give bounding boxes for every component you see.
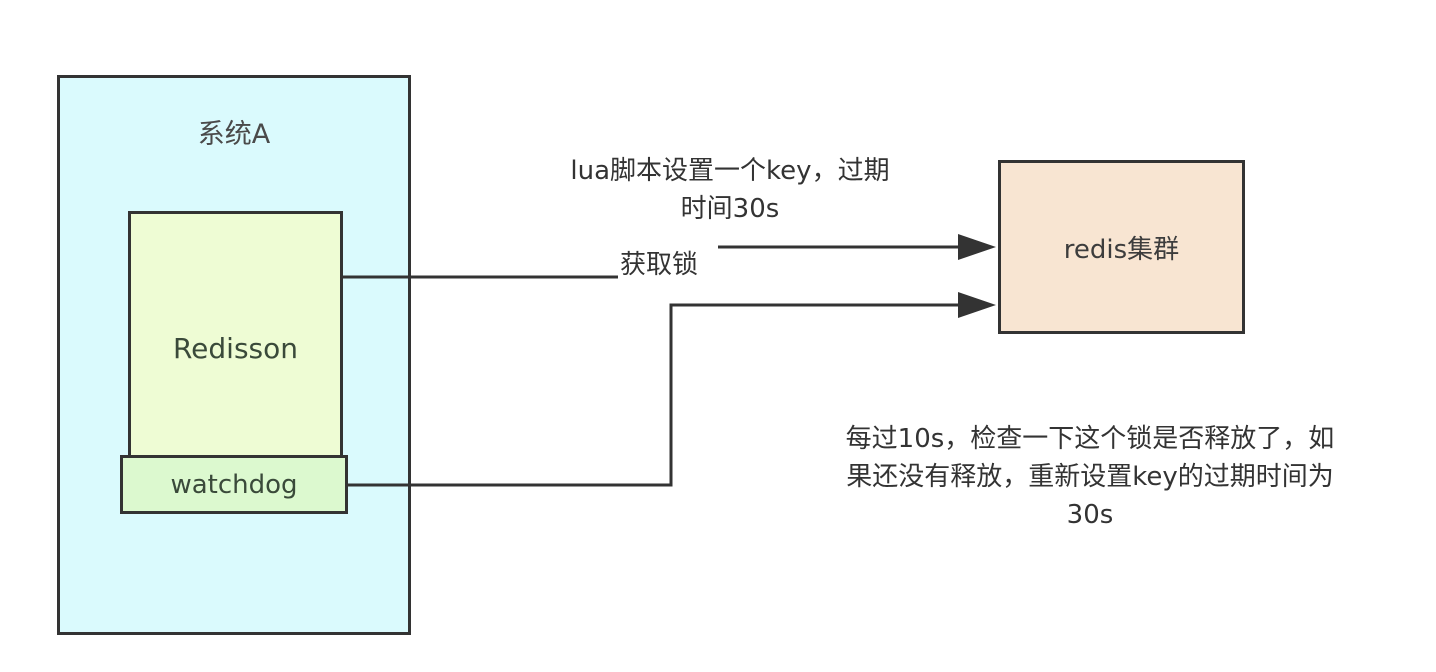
renew-note-line-2: 果还没有释放，重新设置key的过期时间为 (846, 462, 1334, 492)
redisson-label: Redisson (172, 332, 299, 365)
redis-cluster-label: redis集群 (1063, 234, 1180, 265)
lua-note-line-2: 时间30s (680, 194, 780, 224)
system-a-title: 系统A (197, 119, 271, 150)
watchdog-renew-note: 每过10s，检查一下这个锁是否释放了，如 果还没有释放，重新设置key的过期时间… (780, 420, 1400, 534)
renew-lock-arrowhead-icon (958, 292, 996, 318)
watchdog-node: watchdog (120, 455, 348, 514)
acquire-lock-arrowhead-icon (958, 234, 996, 260)
watchdog-label: watchdog (170, 469, 298, 500)
acquire-lock-label: 获取锁 (618, 244, 701, 281)
lua-script-note: lua脚本设置一个key，过期 时间30s (520, 152, 940, 228)
renew-lock-edge (348, 303, 958, 487)
renew-note-line-1: 每过10s，检查一下这个锁是否释放了，如 (845, 424, 1335, 454)
renew-note-line-3: 30s (1066, 500, 1114, 530)
lua-note-line-1: lua脚本设置一个key，过期 (570, 156, 890, 186)
redis-cluster-node: redis集群 (998, 160, 1245, 334)
